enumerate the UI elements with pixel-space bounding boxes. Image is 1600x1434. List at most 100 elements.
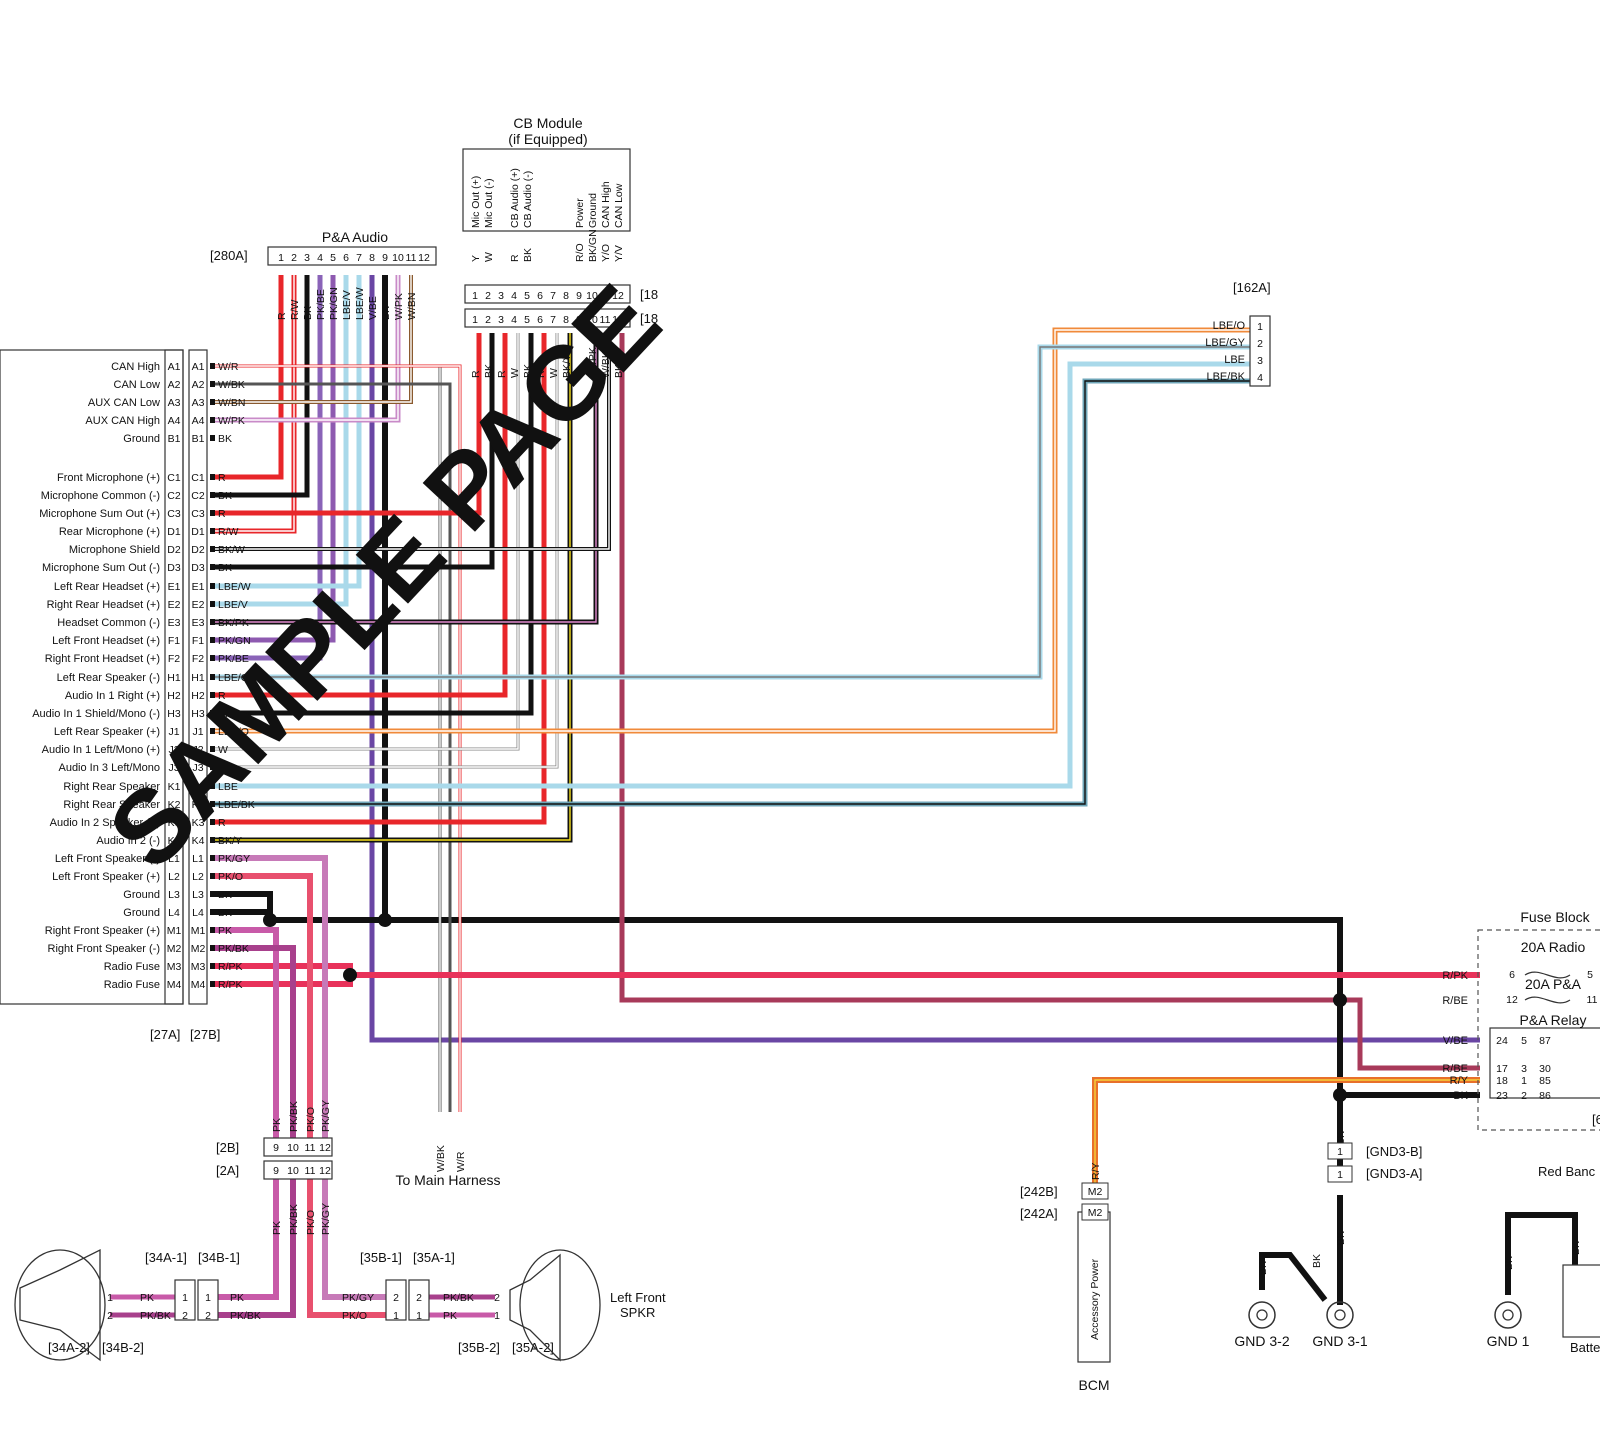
pin-id-b: M3 <box>191 961 206 973</box>
wire-code-label: PK <box>218 925 232 937</box>
bcm-function-label: Accessory Power <box>1089 1258 1101 1340</box>
pin-id-a: E2 <box>168 599 181 611</box>
cb-wire-label: BK <box>522 248 534 262</box>
fuse-radio-symbol <box>1524 971 1571 979</box>
bcm-ref-b: [242B] <box>1020 1184 1058 1199</box>
wire-code-label: W/PK <box>218 415 245 427</box>
wire-vbe <box>369 275 1480 1043</box>
pin-id-b: J2 <box>192 744 203 756</box>
pin-id-a: M2 <box>167 943 182 955</box>
wire-r-front-mic <box>215 275 284 480</box>
pin-id-a: B1 <box>168 433 181 445</box>
conn-2b-pin: 11 <box>305 1142 316 1154</box>
fuse-block-title: Fuse Block <box>1520 909 1590 925</box>
wire-code-label: R <box>218 508 226 520</box>
cb-pin-upper: 1 <box>472 290 478 302</box>
ground-ring-terminal <box>1494 1301 1522 1329</box>
wire-cb-r2 <box>215 333 508 698</box>
wire-code-label: R <box>218 690 226 702</box>
terminal-mark <box>210 601 215 607</box>
wire-pkgy-spk <box>322 1179 386 1300</box>
conn-2-wire-upper: PK/GY <box>320 1100 332 1132</box>
gnd1-wire-label: BK <box>1503 1256 1515 1270</box>
gnd3-wire-label: BK <box>1335 1131 1347 1145</box>
pa-audio-pin: 8 <box>369 252 375 264</box>
pin-id-b: L4 <box>192 907 204 919</box>
terminal-mark <box>210 783 215 789</box>
conn-35a-pin: 1 <box>416 1310 422 1322</box>
wire-code-label: BK <box>218 907 232 919</box>
pin-id-a: C3 <box>167 508 181 520</box>
cb-pin-upper: 6 <box>537 290 543 302</box>
components-layer <box>0 148 1600 1363</box>
cb-wire-label: BK/GN <box>587 229 599 262</box>
wire-code-label: BK/Y <box>218 835 242 847</box>
wire-code-label: BK <box>218 490 232 502</box>
cb-pin-lower: 1 <box>472 314 478 326</box>
spk-wire-label: PK/O <box>342 1310 367 1322</box>
pa-audio-wire-label: W/PK <box>393 293 405 320</box>
wire-code-label: W/BN <box>218 397 245 409</box>
cb-pin-lower: 5 <box>524 314 530 326</box>
cb-module-subtitle: (if Equipped) <box>508 131 587 147</box>
terminal-mark <box>210 583 215 589</box>
pa-audio-wire-label: V/BE <box>367 296 379 320</box>
cb-lower-wire-label: BK/PK <box>587 347 599 378</box>
pin-id-a: D3 <box>167 562 181 574</box>
pa-audio-pin: 2 <box>291 252 297 264</box>
pa-audio-ref: [280A] <box>210 248 248 263</box>
bcm-pin-b <box>1081 1182 1109 1200</box>
ground-ring-hole <box>1256 1309 1268 1321</box>
cb-lower-wire-label: W <box>509 368 521 378</box>
conn-2b-pin: 9 <box>273 1142 279 1154</box>
terminal-mark <box>210 909 215 915</box>
pin-id-a: A1 <box>168 361 181 373</box>
relay-pin-c: 86 <box>1539 1090 1551 1102</box>
relay-pin-b: 5 <box>1521 1035 1527 1047</box>
pin-function-label: Audio In 2 (-) <box>96 835 160 847</box>
relay-pin-b: 2 <box>1521 1090 1527 1102</box>
terminal-mark <box>210 619 215 625</box>
conn-35a-pin: 2 <box>416 1292 422 1304</box>
pin-function-label: Right Rear Headset (+) <box>47 599 160 611</box>
pin-id-a: K3 <box>168 817 181 829</box>
bcm-pin-a <box>1081 1203 1109 1221</box>
terminal-mark <box>210 746 215 752</box>
wire-bk-mic-common <box>215 275 310 498</box>
pin-id-a: A2 <box>168 379 181 391</box>
relay-wire-label: R/Y <box>1450 1075 1469 1087</box>
gnd3-pin: 1 <box>1337 1169 1343 1181</box>
conn-34b-pin: 1 <box>205 1292 211 1304</box>
pin-function-label: Right Front Speaker (-) <box>48 943 160 955</box>
ground-ring-terminal <box>1326 1301 1354 1329</box>
left-spkr-label: SPKR <box>620 1305 655 1320</box>
wire-cb-bkpk-stripe <box>215 333 597 623</box>
connector-ref: [27A] <box>150 1027 180 1042</box>
wire-cb-bk2 <box>215 333 534 716</box>
terminal-mark <box>210 363 215 369</box>
pin-function-label: Left Front Headset (+) <box>52 635 160 647</box>
gnd3-wire-label: BK <box>1257 1261 1269 1275</box>
pin-id-a: J2 <box>168 744 179 756</box>
pa-audio-wire-label: PK/BE <box>315 289 327 320</box>
bcm-pin-label: M2 <box>1088 1207 1103 1219</box>
relay-wire-label: R/BE <box>1442 1063 1468 1075</box>
conn-162a-wire-label: LBE/BK <box>1206 371 1245 383</box>
pin-id-a: F1 <box>168 635 180 647</box>
bcm-pin-label: M2 <box>1088 1186 1103 1198</box>
pin-function-label: Microphone Sum Out (+) <box>39 508 160 520</box>
gnd3-wire-label: BK <box>1311 1254 1323 1268</box>
pin-id-a: H2 <box>167 690 181 702</box>
wire-code-label: BK <box>218 708 232 720</box>
pin-function-label: Right Rear Speaker <box>63 781 160 793</box>
wire-code-label: LBE/GY <box>218 672 256 684</box>
cb-connector-lower <box>464 308 631 328</box>
terminal-mark <box>210 435 215 441</box>
wire-code-label: LBE/BK <box>218 799 255 811</box>
wire-code-label: R <box>218 472 226 484</box>
pin-function-label: Headset Common (-) <box>57 617 160 629</box>
conn-2a-pin: 12 <box>319 1165 331 1177</box>
conn-162a-ref: [162A] <box>1233 280 1271 295</box>
wire-code-label: LBE/O <box>218 726 249 738</box>
cb-pin-lower: 12 <box>612 314 624 326</box>
